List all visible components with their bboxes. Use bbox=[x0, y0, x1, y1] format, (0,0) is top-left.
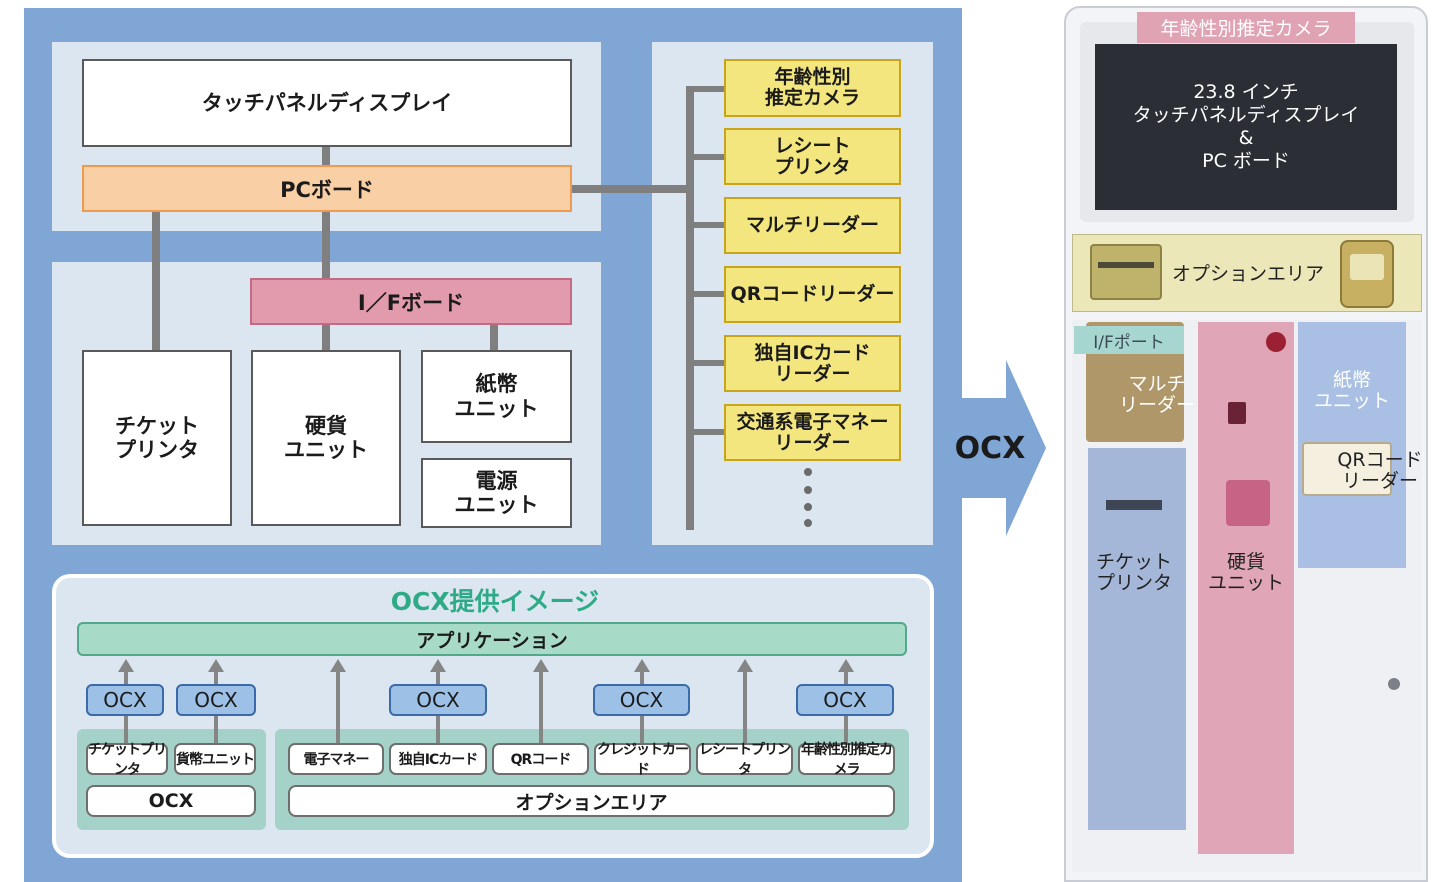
ocx-badge: OCX bbox=[796, 684, 894, 716]
ocx-badge: OCX bbox=[176, 684, 256, 716]
up-arrow-icon bbox=[208, 659, 224, 672]
chip-credit-card: クレジットカード bbox=[594, 742, 691, 778]
ocx-badge: OCX bbox=[86, 684, 164, 716]
big-right-arrow-icon bbox=[960, 360, 1046, 536]
chip-ic-card: 独自ICカード bbox=[389, 743, 487, 775]
arrow-stem bbox=[640, 715, 644, 745]
chip-emoney: 電子マネー bbox=[288, 743, 384, 775]
kiosk-bill-unit-label: 紙幣 ユニット bbox=[1313, 369, 1390, 412]
bill-unit-box: 紙幣 ユニット bbox=[421, 350, 572, 443]
ellipsis-dot bbox=[804, 519, 812, 527]
bus-branch-1 bbox=[686, 86, 726, 92]
bus-branch-4 bbox=[686, 291, 726, 297]
kiosk-ticket-printer-label: チケット プリンタ bbox=[1095, 551, 1172, 594]
application-bar: アプリケーション bbox=[77, 622, 907, 656]
ocx-image-title: OCX提供イメージ bbox=[390, 587, 600, 616]
coin-unit-highlight bbox=[1198, 322, 1294, 854]
pc-board-box: PCボード bbox=[82, 165, 572, 212]
arrow-stem bbox=[539, 671, 543, 745]
peripheral-ic-card-reader: 独自ICカード リーダー bbox=[724, 335, 901, 392]
ellipsis-dot bbox=[804, 486, 812, 494]
up-arrow-icon bbox=[330, 659, 346, 672]
ocx-badge: OCX bbox=[593, 684, 690, 716]
connector-pc-ticket bbox=[152, 212, 160, 352]
peripheral-age-gender-camera: 年齢性別 推定カメラ bbox=[724, 59, 901, 117]
qr-reader-device bbox=[1302, 442, 1392, 496]
peripheral-multi-reader: マルチリーダー bbox=[724, 197, 901, 254]
bus-branch-3 bbox=[686, 222, 726, 228]
chip-age-gender-camera: 年齢性別推定カメラ bbox=[798, 742, 895, 778]
coin-insert-slot bbox=[1228, 402, 1246, 424]
kiosk-option-area-label: オプションエリア bbox=[1171, 262, 1324, 285]
up-arrow-icon bbox=[533, 659, 549, 672]
reader-device-window bbox=[1350, 254, 1384, 280]
peripheral-transit-emoney-reader: 交通系電子マネー リーダー bbox=[724, 404, 901, 461]
bus-branch-6 bbox=[686, 429, 726, 435]
arrow-stem bbox=[336, 671, 340, 745]
connector-pc-bus bbox=[572, 185, 690, 193]
chip-ticket-printer: チケットプリンタ bbox=[86, 742, 168, 778]
ticket-printer-highlight bbox=[1088, 448, 1186, 830]
power-unit-box: 電源 ユニット bbox=[421, 458, 572, 528]
kiosk-if-port-label: I/Fポート bbox=[1074, 326, 1184, 354]
ellipsis-dot bbox=[804, 468, 812, 476]
chip-currency-unit: 貨幣ユニット bbox=[174, 743, 256, 775]
cabinet-lock-icon bbox=[1388, 678, 1400, 690]
kiosk-camera-label: 年齢性別推定カメラ bbox=[1137, 12, 1355, 43]
ticket-outlet bbox=[1106, 500, 1162, 510]
kiosk-qr-reader-label: QRコード リーダー bbox=[1337, 449, 1423, 492]
kiosk-screen: 23.8 インチ タッチパネルディスプレイ & PC ボード bbox=[1095, 44, 1397, 210]
ocx-standard-bar: OCX bbox=[86, 785, 256, 817]
card-slot-opening bbox=[1098, 262, 1154, 268]
option-area-bar: オプションエリア bbox=[288, 785, 895, 817]
ocx-arrow-label: OCX bbox=[954, 430, 1026, 466]
ellipsis-dot bbox=[804, 503, 812, 511]
arrow-stem bbox=[436, 715, 440, 745]
coin-unit-box: 硬貨 ユニット bbox=[251, 350, 401, 526]
return-lever-button bbox=[1266, 332, 1286, 352]
arrow-stem bbox=[844, 715, 848, 745]
ocx-badge: OCX bbox=[389, 684, 487, 716]
up-arrow-icon bbox=[838, 659, 854, 672]
card-slot-icon bbox=[1090, 244, 1162, 300]
bus-branch-5 bbox=[686, 360, 726, 366]
kiosk-coin-unit-label: 硬貨 ユニット bbox=[1207, 551, 1284, 594]
touch-panel-display-box: タッチパネルディスプレイ bbox=[82, 59, 572, 147]
arrow-stem bbox=[124, 671, 128, 687]
arrow-stem bbox=[436, 671, 440, 687]
up-arrow-icon bbox=[634, 659, 650, 672]
arrow-stem bbox=[743, 671, 747, 745]
chip-qr-code: QRコード bbox=[492, 743, 589, 775]
connector-if-bill bbox=[490, 324, 498, 352]
up-arrow-icon bbox=[118, 659, 134, 672]
coin-slot-tray bbox=[1226, 480, 1270, 526]
if-board-box: I／Fボード bbox=[250, 278, 572, 325]
arrow-stem bbox=[214, 715, 218, 745]
connector-pc-if bbox=[322, 212, 330, 280]
arrow-stem bbox=[640, 671, 644, 687]
connector-if-coin bbox=[322, 324, 330, 352]
peripheral-bus bbox=[686, 86, 694, 530]
peripheral-qr-reader: QRコードリーダー bbox=[724, 266, 901, 323]
peripheral-receipt-printer: レシート プリンタ bbox=[724, 128, 901, 185]
arrow-stem bbox=[124, 715, 128, 745]
connector-display-pc bbox=[322, 146, 330, 166]
up-arrow-icon bbox=[430, 659, 446, 672]
arrow-stem bbox=[844, 671, 848, 687]
kiosk-multi-reader-label: マルチ リーダー bbox=[1118, 373, 1195, 416]
ticket-printer-box: チケット プリンタ bbox=[82, 350, 232, 526]
arrow-stem bbox=[214, 671, 218, 687]
bus-branch-2 bbox=[686, 154, 726, 160]
up-arrow-icon bbox=[737, 659, 753, 672]
chip-receipt-printer: レシートプリンタ bbox=[696, 742, 793, 778]
